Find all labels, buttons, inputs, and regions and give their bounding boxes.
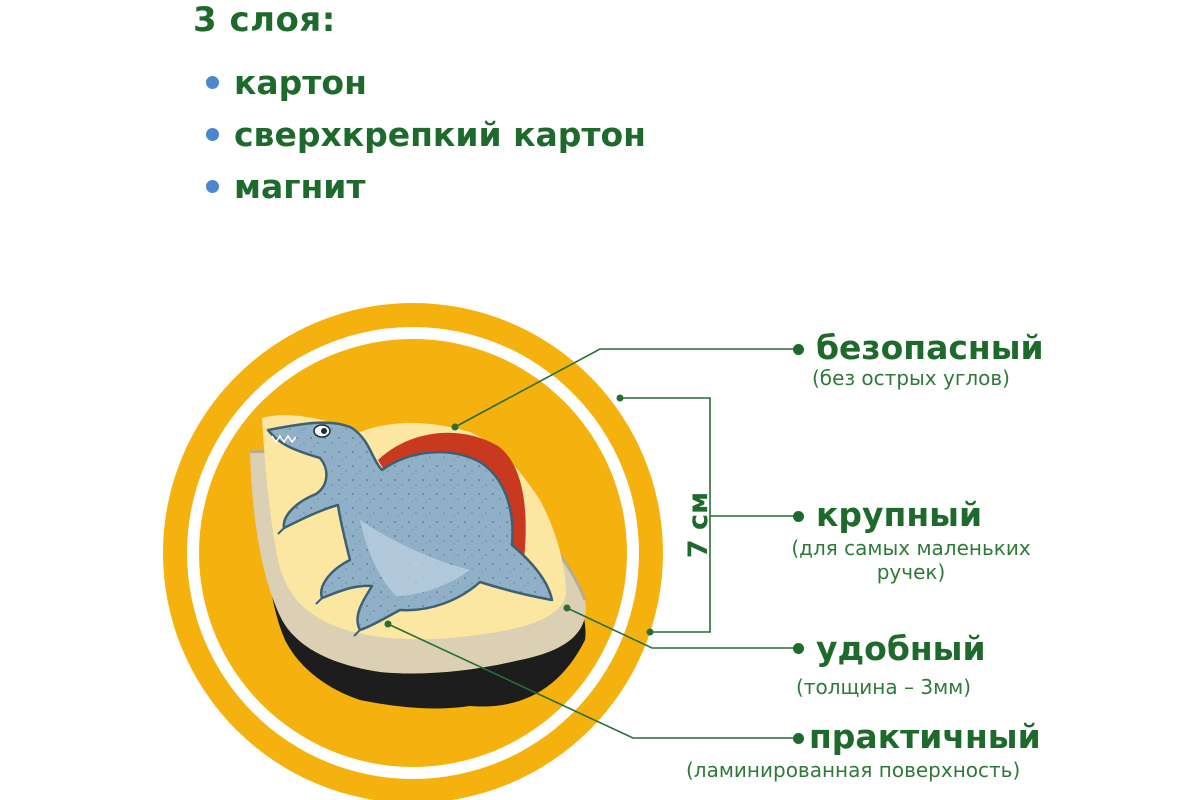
layer-item-label: картон (234, 62, 367, 102)
bullet-dot-icon (206, 75, 219, 89)
callout-large-subtitle-line: (для самых маленьких (791, 536, 1031, 560)
callout-comfortable-title: удобный (816, 629, 986, 668)
callout-large-subtitle-line: ручек) (876, 560, 946, 584)
layers-title: 3 слоя: (193, 0, 336, 40)
callout-comfortable-subtitle: (толщина – 3мм) (796, 675, 972, 699)
layer-item-label: сверхкрепкий картон (234, 114, 646, 154)
callout-large-title: крупный (816, 495, 983, 534)
callout-large-subtitle: (для самых маленьких ручек) (786, 536, 1036, 584)
layer-item-cardboard: картон (206, 62, 367, 102)
callout-marker-icon (793, 733, 804, 744)
callout-practical-title: практичный (809, 717, 1041, 756)
callout-marker-icon (793, 511, 804, 522)
dinosaur-magnet-icon (249, 415, 587, 709)
layer-item-strong-cardboard: сверхкрепкий картон (206, 114, 646, 154)
callout-safe-title: безопасный (816, 328, 1044, 367)
bullet-dot-icon (206, 179, 219, 193)
dimension-label: 7 см (682, 491, 714, 559)
bullet-dot-icon (206, 127, 219, 141)
callout-marker-icon (793, 344, 804, 355)
callout-marker-icon (793, 643, 804, 654)
layer-item-magnet: магнит (206, 166, 366, 206)
callout-practical-subtitle: (ламинированная поверхность) (686, 758, 1021, 782)
callout-safe-subtitle: (без острых углов) (812, 366, 1010, 390)
leader-lines (387, 348, 798, 739)
layer-item-label: магнит (234, 166, 366, 206)
